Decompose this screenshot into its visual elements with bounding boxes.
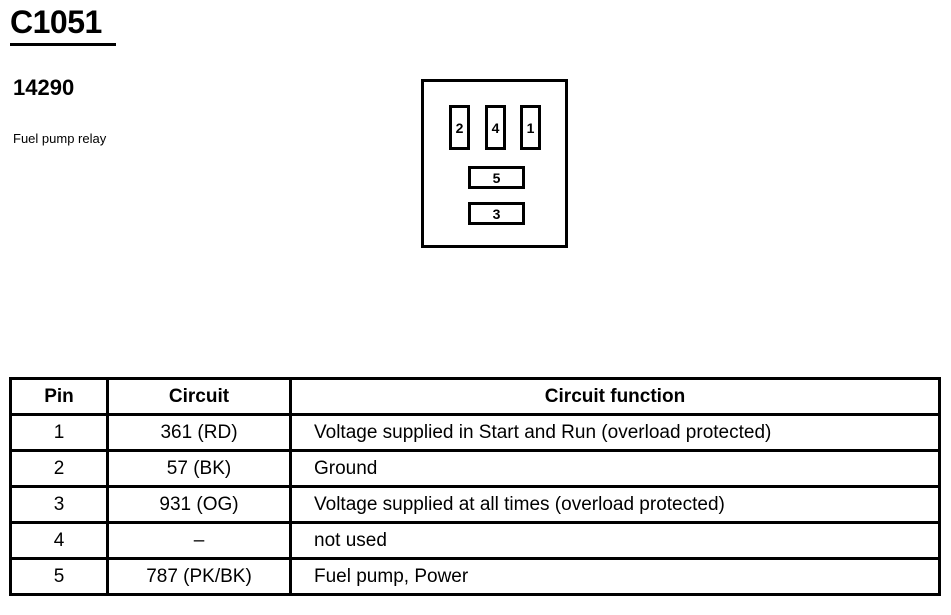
connector-id: C1051 [10,4,102,40]
header-pin: Pin [9,377,109,416]
cell-function: Voltage supplied in Start and Run (overl… [289,413,941,452]
table-header-row: Pin Circuit Circuit function [9,377,941,416]
cell-function: Ground [289,449,941,488]
cell-pin: 2 [9,449,109,488]
table-row: 2 57 (BK) Ground [9,449,941,488]
header-circuit-function: Circuit function [289,377,941,416]
table-row: 1 361 (RD) Voltage supplied in Start and… [9,413,941,452]
cell-pin: 3 [9,485,109,524]
connector-face-diagram: 2 4 1 5 3 [421,79,568,248]
part-number: 14290 [13,75,75,100]
cell-circuit: 931 (OG) [106,485,292,524]
cell-pin: 1 [9,413,109,452]
cell-circuit: 57 (BK) [106,449,292,488]
connector-id-underline [10,43,116,46]
cell-circuit: – [106,521,292,560]
cell-pin: 5 [9,557,109,596]
connector-pin-5: 5 [468,166,525,189]
header-circuit: Circuit [106,377,292,416]
table-row: 3 931 (OG) Voltage supplied at all times… [9,485,941,524]
pin-circuit-table: Pin Circuit Circuit function 1 361 (RD) … [9,377,941,596]
cell-function: Voltage supplied at all times (overload … [289,485,941,524]
table-row: 4 – not used [9,521,941,560]
cell-pin: 4 [9,521,109,560]
table-row: 5 787 (PK/BK) Fuel pump, Power [9,557,941,596]
part-description: Fuel pump relay [13,131,107,146]
connector-pin-1: 1 [520,105,541,150]
cell-function: not used [289,521,941,560]
connector-pin-4: 4 [485,105,506,150]
cell-circuit: 361 (RD) [106,413,292,452]
connector-pin-3: 3 [468,202,525,225]
cell-circuit: 787 (PK/BK) [106,557,292,596]
connector-pin-2: 2 [449,105,470,150]
cell-function: Fuel pump, Power [289,557,941,596]
